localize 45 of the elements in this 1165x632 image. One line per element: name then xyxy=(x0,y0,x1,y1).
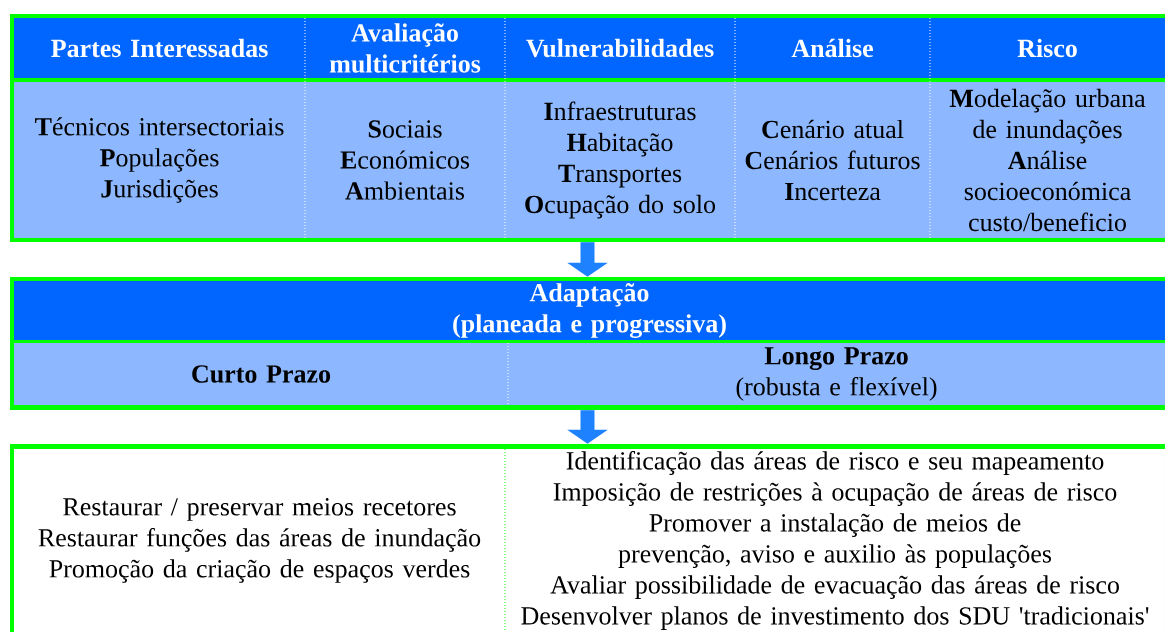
node-label: Partes Interessadas xyxy=(51,38,268,58)
table-cell: Técnicos intersectoriais Populações Jurisdições xyxy=(14,82,305,238)
table-cell: Modelação urbana de inundações Análise socioeconómica custo/beneficio xyxy=(930,82,1165,238)
node-label: Ocupação do solo xyxy=(525,194,716,219)
node-label: Populações xyxy=(100,148,219,172)
table-cell: Longo Prazo (robusta e flexível) xyxy=(508,343,1165,405)
node-label: Análise socioeconómica custo/beneficio xyxy=(964,150,1131,232)
header-cell: Partes Interessadas xyxy=(14,18,305,78)
node-label: Desenvolver planos de investimento dos SDU 'tradicionais' xyxy=(521,606,1149,630)
node-label: Análise xyxy=(791,38,873,58)
node-label: Vulnerabilidades xyxy=(526,38,714,58)
table-cell: Curto Prazo xyxy=(14,343,508,405)
node-label: Incerteza xyxy=(785,182,881,201)
node-label: Curto Prazo xyxy=(192,365,331,383)
table-cell: Cenário atual Cenários futuros Incerteza xyxy=(735,82,930,238)
header-cell: Avaliação multicritérios xyxy=(305,18,505,78)
header-cell: Risco xyxy=(930,18,1165,78)
node-label: Cenário atual xyxy=(762,119,904,139)
node-label: Restaurar / preservar meios recetores xyxy=(63,498,456,521)
node-label: Sociais xyxy=(368,120,442,138)
table-cell: Identificação das áreas de risco e seu mapeamento Imposição de restrições à ocupação de áreas de risco Promover a instalação de meios de prevenção, aviso e auxilio às populações Avaliar possibilidade de evacuação das áreas de risco Desenvolver planos de investimento dos SDU 'tradicionais' xyxy=(505,449,1165,632)
node-label: Avaliação multicritérios xyxy=(329,23,481,73)
node-label: Técnicos intersectoriais xyxy=(35,117,284,136)
table-cell: Sociais Económicos Ambientais xyxy=(305,82,505,238)
node-label: Cenários futuros xyxy=(745,150,920,170)
node-label: Imposição de restrições à ocupação de áreas de risco xyxy=(553,482,1117,506)
node-label: Ambientais xyxy=(345,181,465,200)
node-label: Promover a instalação de meios de prevenção, aviso e auxilio às populações xyxy=(618,513,1052,568)
header-cell: Vulnerabilidades xyxy=(505,18,735,78)
header-cell: Análise xyxy=(735,18,930,78)
node-label: Promoção da criação de espaços verdes xyxy=(49,559,470,583)
node-label: Restaurar funções das áreas de inundação xyxy=(38,528,481,552)
node-label: Risco xyxy=(1017,38,1077,58)
table-cell: Infraestruturas Habitação Transportes Ocupação do solo xyxy=(505,82,735,238)
node-label: (robusta e flexível) xyxy=(736,376,937,401)
node-label: Identificação das áreas de risco e seu mapeamento xyxy=(566,451,1104,475)
node-label: Longo Prazo xyxy=(764,347,908,370)
node-label: Avaliar possibilidade de evacuação das áreas de risco xyxy=(550,575,1119,599)
node-label: Económicos xyxy=(340,150,470,169)
node-label: Jurisdições xyxy=(101,179,218,203)
header-cell: Adaptação (planeada e progressiva) xyxy=(14,281,1165,340)
node-label: Transportes xyxy=(558,164,682,188)
table-cell: Restaurar / preservar meios recetores Restaurar funções das áreas de inundação Promoção da criação de espaços verdes xyxy=(14,449,505,632)
node-label: Infraestruturas xyxy=(544,101,696,121)
node-label: Habitação xyxy=(567,132,673,157)
